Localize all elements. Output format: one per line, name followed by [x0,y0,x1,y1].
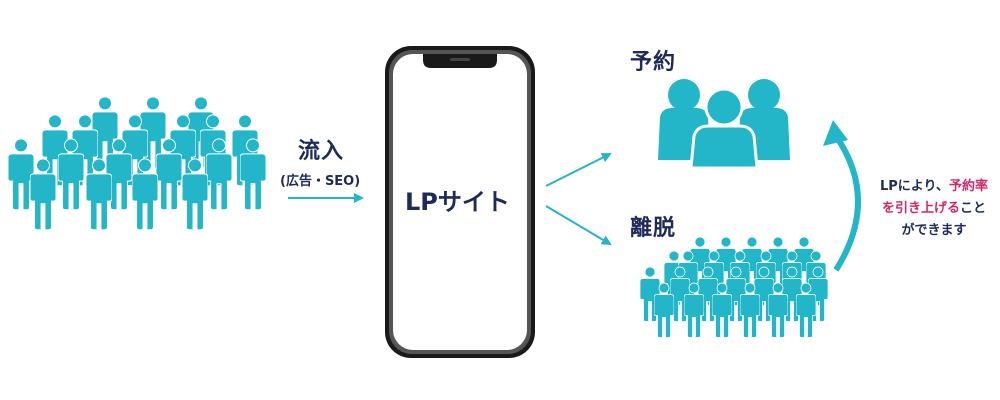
booking-label: 予約 [630,50,677,75]
exit-label: 離脱 [630,216,677,241]
people-crowd-icon [8,96,266,230]
phone-screen-text: LPサイト [405,188,510,216]
phone-speaker [450,58,470,61]
inflow-subtitle: (広告・SEO) [280,174,361,189]
note-text: こと [960,201,987,216]
note-line-1: LPにより、予約率 [868,176,1000,198]
exit-arrow [545,205,612,246]
phone-device [385,46,535,358]
note-highlight: 予約率 [949,179,989,194]
improvement-note: LPにより、予約率 を引き上げること ができます [868,176,1000,242]
people-group-icon [658,79,790,170]
note-line-2: を引き上げること [868,198,1000,220]
note-highlight: を引き上げる [881,201,960,216]
improvement-arrowhead [823,120,848,146]
person-icon [132,158,158,230]
note-line-3: ができます [868,220,1000,242]
people-crowd-icon [640,236,828,338]
improvement-curve [833,134,861,272]
note-text: ができます [901,223,967,238]
note-text: LPにより、 [879,179,950,194]
inflow-title: 流入 [298,139,345,164]
booking-arrow [545,153,612,187]
